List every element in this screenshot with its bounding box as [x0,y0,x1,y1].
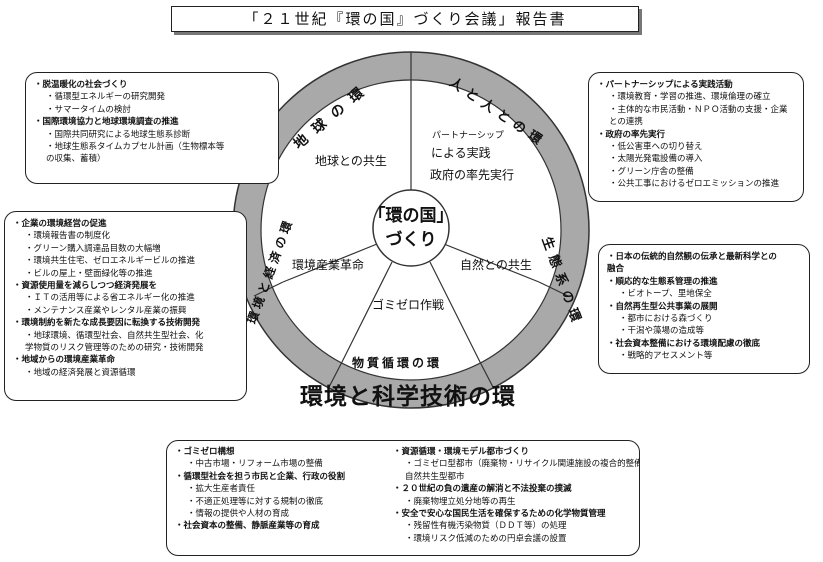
inner-label-top-right-1: パートナーシップ [432,131,504,141]
center-line-2: づくり [385,230,437,250]
list-item: ・地域の経済発展と資源循環 [25,367,136,378]
box-top-left-list: ・脱温暖化の社会づくり・循環型エネルギーの研究開発・サマータイムの検討・国際環境… [34,79,270,166]
list-item: ・脱温暖化の社会づくり [34,80,128,90]
inner-label-left: 環境産業革命 [292,258,365,272]
inner-label-right: 自然との共生 [460,258,532,272]
list-item: ・環境リスク低減のための円卓会議の設置 [405,533,567,544]
list-item: 自然共生型都市 [405,471,465,482]
list-item: ・国際環境協力と地球環境調査の推進 [34,117,179,128]
list-item: ・拡大生産者責任 [187,484,256,495]
list-item: ・資源循環・環境モデル都市づくり [393,447,530,457]
list-item: ・企業の環境経営の促進 [13,219,107,229]
box-left: ・企業の環境経営の促進・環境報告書の制度化・グリーン購入調達品目数の大幅増・環境… [4,211,247,401]
list-item: ・自然再生型公共事業の展開 [607,301,718,312]
list-item: ・社会資本整備における環境配慮の徹底 [607,338,761,349]
box-top-right: ・パートナーシップによる実践活動・環境教育・学習の推進、環境倫理の確立・主体的な… [588,72,804,202]
list-item: ・社会資本の整備、静脈産業等の育成 [175,521,320,532]
list-item: ・戦略的アセスメント等 [619,351,713,362]
list-item: の収集、蓄積） [46,154,106,165]
list-item: ・ビルの屋上・壁面緑化等の推進 [25,268,153,279]
ring-label-bottom: 物質循環の環 [352,356,443,370]
list-item: 学物質のリスク管理等のための研究・技術開発 [25,343,204,354]
list-item: ・資源使用量を減らしつつ経済発展を [13,281,157,292]
list-item: ・情報の提供や人材の育成 [187,509,290,520]
list-item: ・安全で安心な国民生活を確保するための化学物質管理 [393,509,606,520]
list-item: ・都市における森づくり [619,314,713,325]
report-title: 「２１世紀『環の国』づくり会議」報告書 [171,6,639,32]
list-item: ・環境報告書の制度化 [25,231,111,242]
list-item: ・ゴミゼロ型都市（廃棄物・リサイクル関連施設の複合的整備）、 [405,459,640,470]
list-item: ・パートナーシップによる実践活動 [597,80,733,90]
box-right-list: ・日本の伝統的自然観の伝承と最新科学との融合・順応的な生態系管理の推進・ビオトー… [607,251,801,363]
list-item: ・低公害車への切り替え [609,142,703,153]
list-item: ・グリーン庁舎の整備 [609,166,694,177]
list-item: ・環境教育・学習の推進、環境倫理の確立 [609,92,771,103]
footer-title: 環境と科学技術の環 [300,383,516,410]
box-bottom-left-list: ・ゴミゼロ構想・中古市場・リフォーム市場の整備・循環型社会を担う市民と企業、行政… [175,446,345,533]
list-item: ・地域からの環境産業革命 [13,355,116,366]
inner-label-top-left: 地球との共生 [315,154,387,168]
list-item: ・主体的な市民活動・ＮＰＯ活動の支援・企業 [609,104,788,115]
list-item: ・政府の率先実行 [597,129,666,140]
list-item: ・循環型エネルギーの研究開発 [46,92,166,103]
center-title: 「環の国」 づくり [361,204,461,252]
spokes [282,80,540,363]
list-item: との連携 [609,117,643,128]
list-item: ・ＩＴの活用等による省エネルギー化の推進 [25,293,195,304]
list-item: ・日本の伝統的自然観の伝承と最新科学との [607,252,777,262]
list-item: ・循環型社会を担う市民と企業、行政の役割 [175,471,346,482]
list-item: ・太陽光発電設備の導入 [609,154,703,165]
inner-label-bottom: ゴミゼロ作戦 [372,298,445,312]
list-item: ・順応的な生態系管理の推進 [607,276,718,287]
list-item: ・環境共生住宅、ゼロエネルギービルの推進 [25,256,196,267]
list-item: 融合 [607,264,625,275]
inner-label-top-right-3: 政府の率先実行 [430,168,515,182]
ring-dividers [253,52,569,390]
list-item: ・環境制約を新たな成長要因に転換する技術開発 [13,318,201,329]
list-item: ・ビオトープ、里地保全 [619,289,712,300]
list-item: ・公共工事におけるゼロエミッションの推進 [609,179,780,190]
list-item: ・中古市場・リフォーム市場の整備 [187,459,323,470]
list-item: ・地球生態系タイムカプセル計画（生物標本等 [46,142,225,153]
list-item: ・ゴミゼロ構想 [175,447,235,457]
box-bottom-right-list: ・資源循環・環境モデル都市づくり・ゴミゼロ型都市（廃棄物・リサイクル関連施設の複… [393,446,640,545]
box-top-left: ・脱温暖化の社会づくり・循環型エネルギーの研究開発・サマータイムの検討・国際環境… [25,72,279,184]
list-item: ・地球環境、循環型社会、自然共生型社会、化 [25,330,204,341]
list-item: ・２０世紀の負の遺産の解消と不法投棄の撲滅 [393,484,572,495]
list-item: ・グリーン購入調達品目数の大幅増 [25,243,161,254]
list-item: ・残留性有機汚染物質（ＤＤＴ等）の処理 [405,521,567,532]
list-item: ・サマータイムの検討 [46,104,131,115]
box-bottom: ・ゴミゼロ構想・中古市場・リフォーム市場の整備・循環型社会を担う市民と企業、行政… [166,440,640,556]
box-right: ・日本の伝統的自然観の伝承と最新科学との融合・順応的な生態系管理の推進・ビオトー… [598,244,810,374]
list-item: ・干潟や藻場の造成等 [619,326,705,337]
inner-label-top-right-2: による実践 [431,146,491,160]
center-circle [372,189,450,267]
list-item: ・廃棄物埋立処分地等の再生 [405,496,516,507]
center-line-1: 「環の国」 [368,206,454,226]
box-left-list: ・企業の環境経営の促進・環境報告書の制度化・グリーン購入調達品目数の大幅増・環境… [13,218,238,379]
box-top-right-list: ・パートナーシップによる実践活動・環境教育・学習の推進、環境倫理の確立・主体的な… [597,79,795,191]
list-item: ・メンテナンス産業やレンタル産業の振興 [25,305,187,316]
list-item: ・国際共同研究による地球生態系診断 [46,129,191,140]
list-item: ・不適正処理等に対する規制の徹底 [187,496,324,507]
